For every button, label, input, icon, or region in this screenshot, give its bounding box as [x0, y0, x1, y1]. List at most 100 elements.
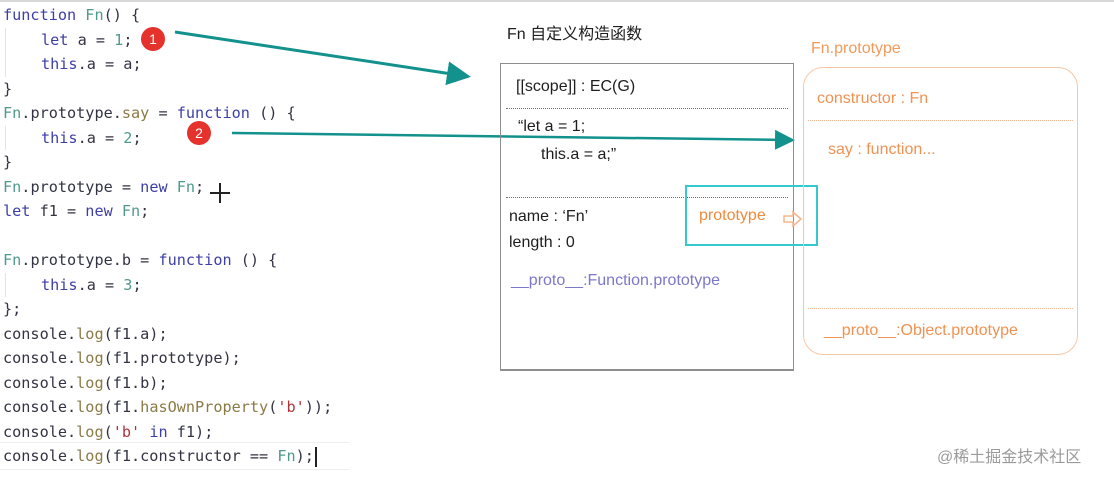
- code-line[interactable]: }: [3, 77, 332, 102]
- code-line[interactable]: this.a = a;: [3, 52, 332, 77]
- code-token: .prototype =: [21, 177, 141, 196]
- name-field: name : ‘Fn’: [509, 208, 589, 225]
- hollow-arrow-icon: [783, 210, 803, 228]
- code-token: a =: [77, 30, 115, 49]
- code-token: 'b': [277, 398, 305, 416]
- code-token: log: [76, 373, 104, 392]
- code-token: ;: [123, 30, 133, 49]
- code-line[interactable]: console.log('b' in f1);: [3, 420, 332, 445]
- code-token: console.: [3, 324, 77, 343]
- code-token: (f1.prototype);: [103, 349, 241, 367]
- code-token: Fn: [121, 202, 141, 220]
- code-editor[interactable]: function Fn() {let a = 1;this.a = a;}Fn.…: [3, 3, 332, 469]
- code-line[interactable]: [3, 224, 332, 249]
- code-token: }: [3, 79, 13, 98]
- code-token: .prototype.b =: [21, 251, 159, 269]
- body-line-1: “let a = 1;: [518, 118, 586, 135]
- code-token: }: [3, 153, 13, 171]
- divider: [506, 108, 788, 109]
- code-token: (f1.constructor ==: [103, 447, 278, 465]
- code-token: say: [121, 104, 150, 122]
- code-token: (: [268, 398, 278, 416]
- code-token: Fn: [176, 177, 196, 196]
- code-token: 'b': [112, 422, 141, 441]
- code-token: ;: [195, 177, 205, 196]
- badge-one: 1: [141, 27, 165, 51]
- code-token: () {: [231, 251, 278, 269]
- code-token: new: [140, 177, 177, 196]
- divider: [808, 120, 1073, 121]
- code-token: log: [76, 422, 104, 441]
- prototype-label: prototype: [699, 207, 766, 224]
- code-token: console.: [3, 447, 77, 465]
- prototype-object-box: constructor : Fn say : function... __pro…: [803, 67, 1078, 355]
- code-token: (f1.: [103, 398, 141, 416]
- code-token: 3: [123, 275, 133, 294]
- code-token: Fn: [3, 251, 22, 269]
- code-line[interactable]: this.a = 3;: [3, 272, 332, 298]
- diagram-title: Fn 自定义构造函数: [507, 26, 643, 43]
- code-token: log: [76, 349, 104, 367]
- crosshair-cursor-icon: [210, 183, 230, 203]
- code-token: () {: [249, 104, 296, 122]
- code-line[interactable]: console.log(f1.a);: [3, 322, 332, 347]
- code-line[interactable]: };: [3, 297, 332, 322]
- code-token: Fn: [85, 6, 104, 24]
- code-token: this: [41, 128, 78, 147]
- code-line[interactable]: console.log(f1.hasOwnProperty('b'));: [3, 395, 332, 420]
- badge-two: 2: [187, 121, 211, 145]
- code-token: function: [176, 104, 250, 122]
- code-token: function: [3, 6, 86, 24]
- code-line[interactable]: console.log(f1.prototype);: [3, 346, 332, 371]
- code-line[interactable]: this.a = 2;: [3, 125, 332, 151]
- code-line[interactable]: console.log(f1.constructor == Fn);: [3, 444, 332, 469]
- scope-field: [[scope]] : EC(G): [516, 78, 636, 95]
- divider: [808, 308, 1073, 309]
- code-line[interactable]: console.log(f1.b);: [3, 371, 332, 396]
- code-line[interactable]: Fn.prototype.say = function () {: [3, 101, 332, 126]
- code-token: .prototype.: [21, 104, 122, 122]
- code-token: Fn: [3, 177, 22, 196]
- code-token: ));: [304, 398, 333, 416]
- code-line[interactable]: Fn.prototype.b = function () {: [3, 248, 332, 273]
- code-token: Fn: [277, 447, 296, 465]
- code-token: log: [76, 447, 104, 465]
- prototype-object-title: Fn.prototype: [811, 40, 901, 57]
- top-border: [0, 0, 1114, 2]
- code-token: () {: [103, 6, 141, 24]
- code-token: hasOwnProperty: [140, 398, 269, 416]
- code-token: .a =: [77, 275, 124, 294]
- current-line-highlight: [0, 442, 350, 470]
- code-token: 1: [114, 30, 124, 49]
- object-proto-field: __proto__:Object.prototype: [824, 322, 1018, 339]
- divider: [506, 197, 788, 198]
- code-token: ;: [132, 275, 142, 294]
- code-token: 2: [123, 128, 133, 147]
- function-proto-field: __proto__:Function.prototype: [511, 272, 721, 289]
- code-token: console.: [3, 422, 77, 441]
- code-token: =: [149, 104, 177, 122]
- code-token: (f1.a);: [103, 324, 168, 343]
- code-line[interactable]: let f1 = new Fn;: [3, 199, 332, 224]
- code-token: console.: [3, 398, 77, 416]
- code-token: this: [41, 55, 78, 73]
- code-token: );: [295, 447, 314, 465]
- code-line[interactable]: }: [3, 150, 332, 175]
- code-token: let: [41, 30, 78, 49]
- code-token: f1);: [176, 422, 214, 441]
- code-token: .a =: [77, 128, 124, 147]
- code-token: .a = a;: [77, 55, 142, 73]
- prototype-highlight-box: [685, 185, 818, 246]
- code-line[interactable]: function Fn() {: [3, 3, 332, 28]
- code-line[interactable]: Fn.prototype = new Fn;: [3, 175, 332, 200]
- code-token: log: [76, 324, 104, 343]
- code-token: in: [140, 422, 177, 441]
- code-token: new: [85, 202, 122, 220]
- code-token: function: [158, 251, 232, 269]
- code-token: Fn: [3, 104, 22, 122]
- code-token: };: [3, 300, 22, 318]
- code-line[interactable]: let a = 1;: [3, 27, 332, 53]
- code-token: this: [41, 275, 78, 294]
- code-token: (f1.b);: [103, 373, 168, 392]
- code-token: console.: [3, 349, 77, 367]
